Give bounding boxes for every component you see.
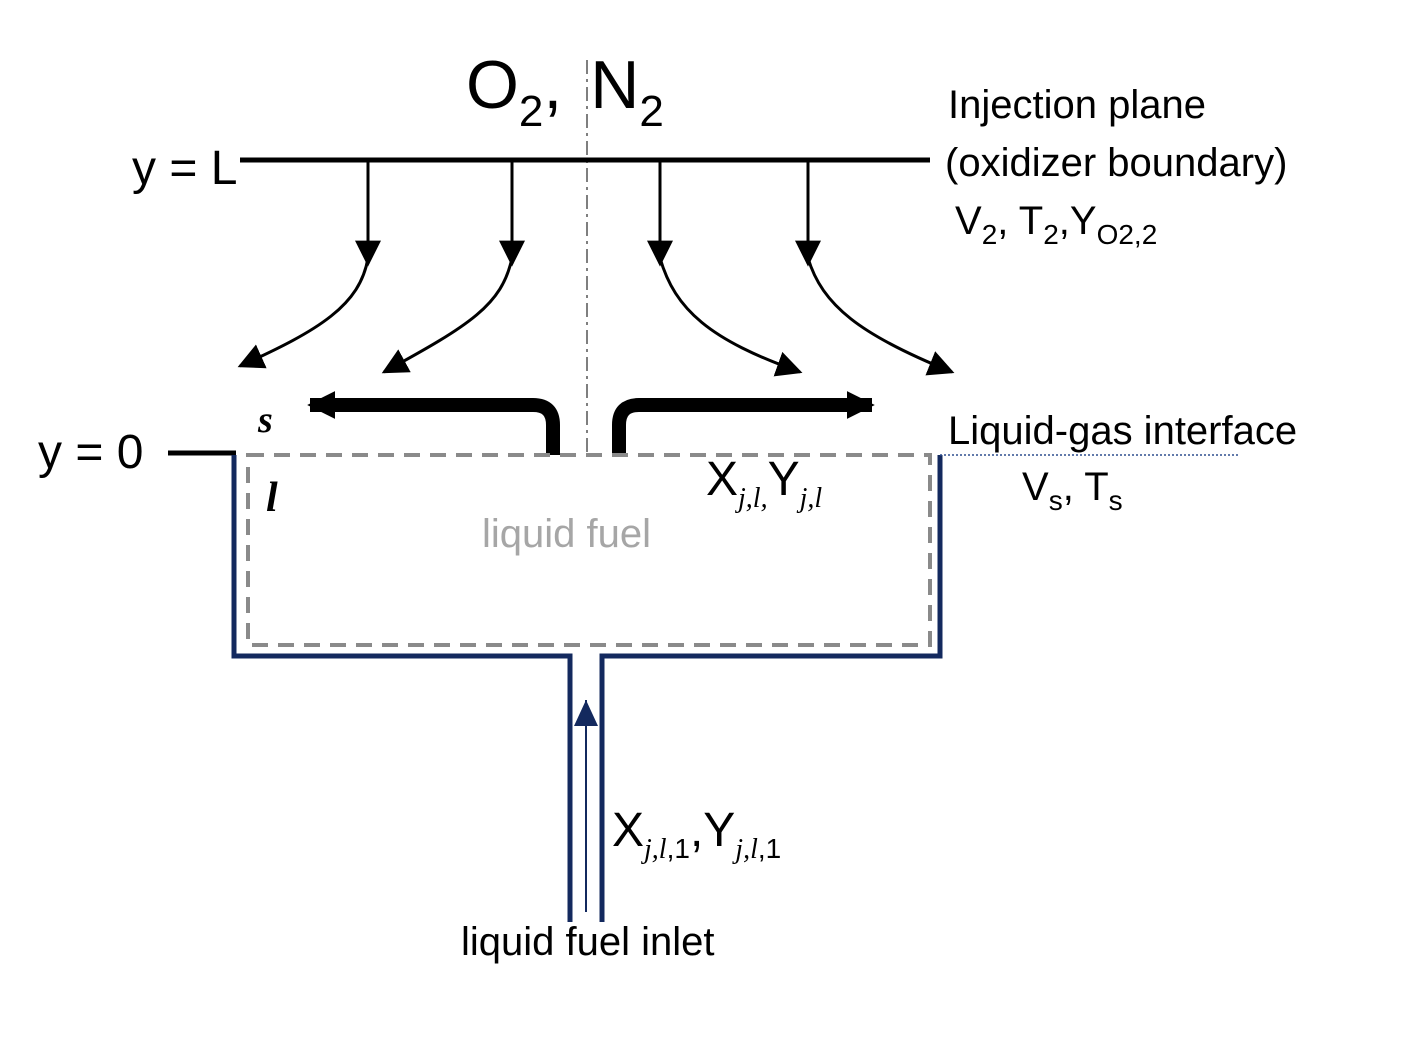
inlet-label: liquid fuel inlet <box>461 920 715 964</box>
liquid-region-outline <box>246 453 932 647</box>
inlet-composition: Xj,l,1,Yj,l,1 <box>612 804 781 865</box>
flow-arrow-curve-4 <box>806 257 955 376</box>
outflow-arrow-right <box>612 391 875 455</box>
outflow-arrow-left <box>307 391 560 455</box>
injection-conditions: V2, T2,YO2,2 <box>955 199 1157 250</box>
inlet-arrowhead <box>574 700 598 726</box>
surface-outflow-arrows <box>307 391 875 455</box>
surface-composition: Xj,l,Yj,l <box>706 453 822 514</box>
vessel-right-wall <box>599 455 943 922</box>
injection-plane-subtitle: (oxidizer boundary) <box>945 141 1287 185</box>
vessel-left-wall <box>231 455 573 922</box>
flow-arrow-curve-1 <box>237 257 370 369</box>
interface-conditions: Vs, Ts <box>1022 465 1123 516</box>
injection-plane-title: Injection plane <box>948 83 1206 127</box>
y-top-label: y = L <box>132 142 237 195</box>
fuel-vessel <box>231 455 943 922</box>
flow-arrow-curve-2 <box>381 257 514 374</box>
oxidizer-flow-arrows <box>237 160 955 377</box>
liquid-side-label: l <box>266 475 278 521</box>
species-label: O2,N2 <box>466 47 664 136</box>
liquid-fuel-label: liquid fuel <box>482 512 651 556</box>
interface-title: Liquid-gas interface <box>948 409 1297 453</box>
gas-side-label: s <box>257 399 273 441</box>
flow-arrow-curve-3 <box>658 257 803 377</box>
y-bottom-label: y = 0 <box>38 426 143 479</box>
